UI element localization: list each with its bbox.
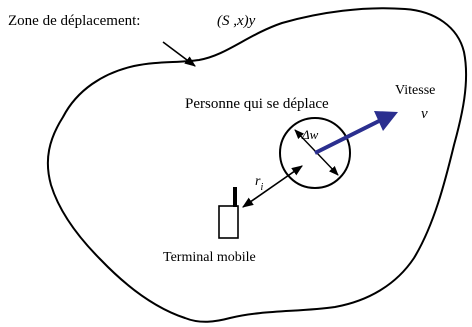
terminal-antenna [233,187,237,207]
velocity-arrowhead [374,111,398,131]
distance-arrow [242,165,303,208]
zone-label: Zone de déplacement: [8,13,140,29]
zone-coordinates: (S ,x)y [217,13,256,29]
velocity-arrow-shaft [314,118,382,155]
delta-w-label: Δw [301,127,319,142]
terminal-body [218,205,239,239]
movement-zone-outline [46,7,468,323]
person-label: Personne qui se déplace [185,96,329,112]
person-circle [279,117,351,189]
speed-symbol: v [421,106,428,122]
zone-pointer-arrow [162,41,196,67]
radius-label: ri [255,174,263,193]
speed-label: Vitesse [395,83,435,98]
radius-subscript: i [260,182,263,193]
radius-symbol: r [255,174,261,189]
terminal-label: Terminal mobile [163,250,256,265]
